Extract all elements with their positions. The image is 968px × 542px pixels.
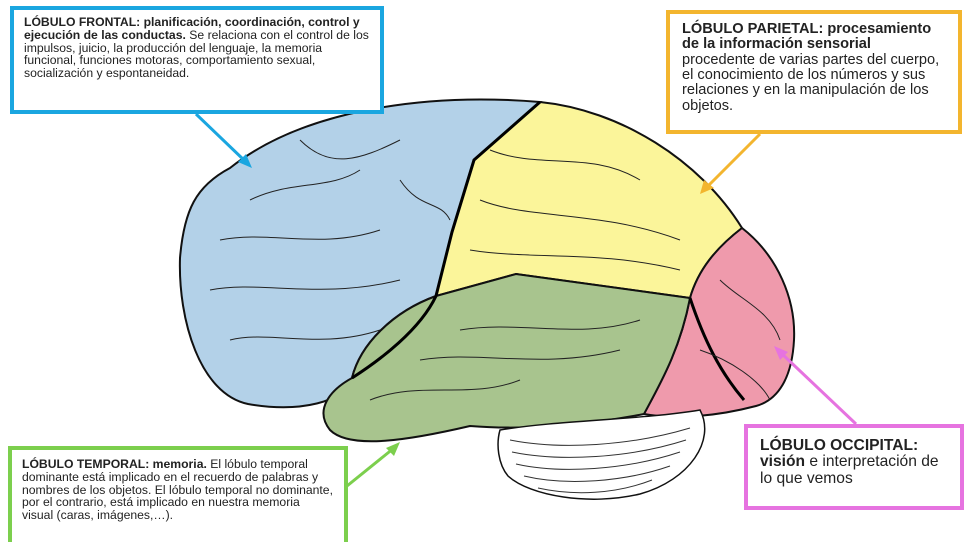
- temporal-arrow: [342, 442, 400, 490]
- frontal-lobe-label: LÓBULO FRONTAL: planificación, coordinac…: [10, 6, 384, 114]
- temporal-lobe-label: LÓBULO TEMPORAL: memoria. El lóbulo temp…: [8, 446, 348, 542]
- parietal-lobe-description: procedente de varias partes del cuerpo, …: [682, 52, 939, 114]
- parietal-arrow: [700, 134, 760, 194]
- occipital-lobe-label: LÓBULO OCCIPITAL: visión e interpretació…: [744, 424, 964, 510]
- parietal-lobe-label: LÓBULO PARIETAL: procesamiento de la inf…: [666, 10, 962, 134]
- occipital-arrow: [774, 346, 856, 424]
- parietal-lobe-title: LÓBULO PARIETAL: procesamiento de la inf…: [682, 21, 931, 52]
- frontal-arrow: [196, 114, 252, 168]
